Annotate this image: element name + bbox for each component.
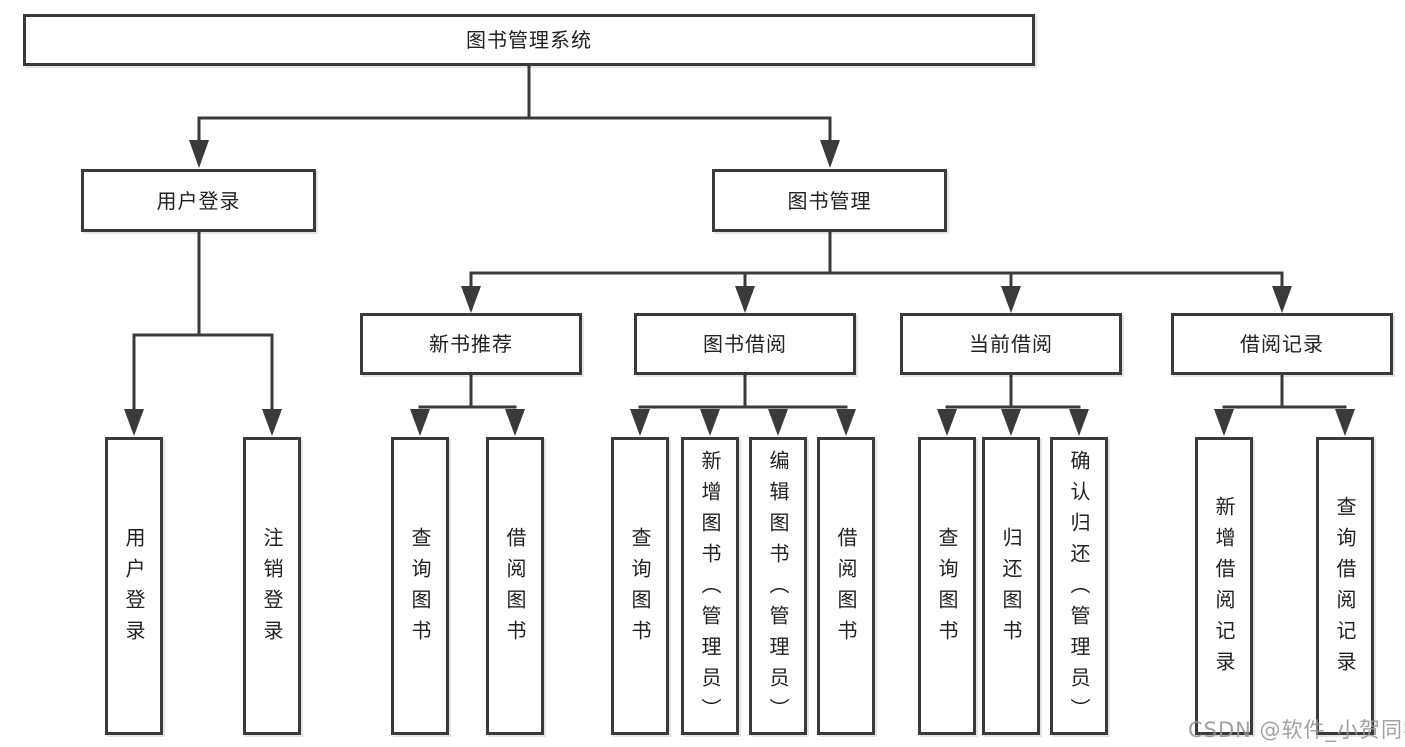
node-book-borrowing: 图书借阅 xyxy=(634,313,856,375)
leaf-bb-edit-books-admin: 编辑图书（管理员） xyxy=(749,437,807,735)
watermark: CSDN @软件_小贺同学 xyxy=(1188,718,1405,742)
leaf-nbr-borrow-books: 借阅图书 xyxy=(486,437,544,735)
leaf-bb-query-books: 查询图书 xyxy=(611,437,669,735)
leaf-bb-add-books-admin: 新增图书（管理员） xyxy=(681,437,739,735)
branch-current-borrowing xyxy=(937,373,1089,436)
node-new-book-recommend: 新书推荐 xyxy=(360,313,582,375)
leaf-br-query-record: 查询借阅记录 xyxy=(1316,437,1374,735)
branch-book-borrowing xyxy=(630,373,856,436)
leaf-br-add-record: 新增借阅记录 xyxy=(1195,437,1253,735)
leaf-bb-borrow-books: 借阅图书 xyxy=(817,437,875,735)
node-user-login: 用户登录 xyxy=(81,169,316,232)
node-book-management: 图书管理 xyxy=(712,169,947,232)
branch-user-login xyxy=(124,230,282,436)
branch-book-mgmt xyxy=(461,230,1292,313)
leaf-cb-query-books: 查询图书 xyxy=(918,437,976,735)
leaf-cb-return-books: 归还图书 xyxy=(982,437,1040,735)
node-root: 图书管理系统 xyxy=(23,14,1035,66)
node-borrowing-records: 借阅记录 xyxy=(1171,313,1393,375)
node-current-borrowing: 当前借阅 xyxy=(900,313,1122,375)
leaf-logout: 注销登录 xyxy=(243,437,301,735)
leaf-cb-confirm-return-admin: 确认归还（管理员） xyxy=(1050,437,1108,735)
leaf-user-login: 用户登录 xyxy=(105,437,163,735)
branch-new-book-recommend xyxy=(410,373,525,436)
leaf-nbr-query-books: 查询图书 xyxy=(391,437,449,735)
branch-root xyxy=(189,64,840,168)
branch-borrowing-records xyxy=(1214,373,1355,436)
